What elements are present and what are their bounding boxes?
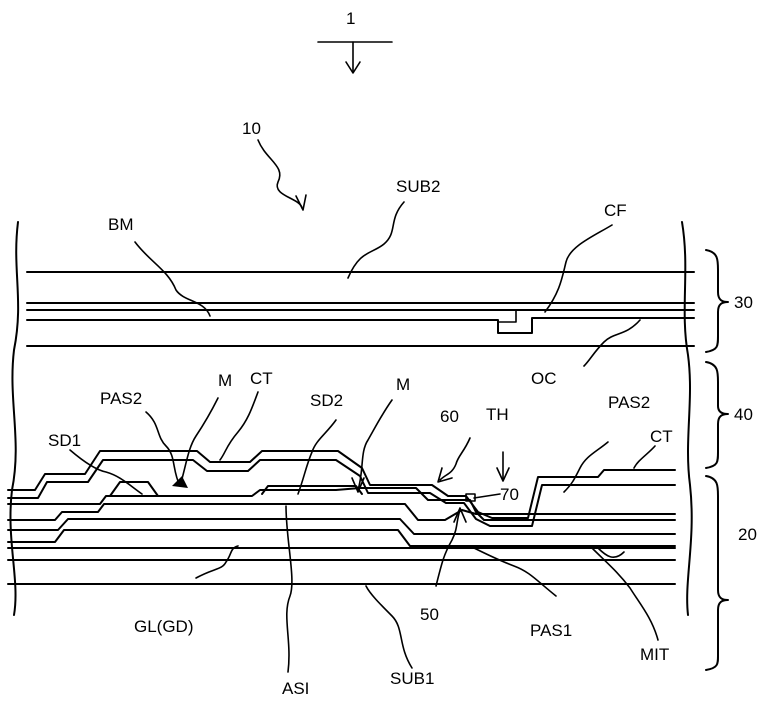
ref-60-label: 60 (440, 407, 459, 426)
ct-right-label: CT (650, 427, 673, 446)
counter-substrate (27, 272, 694, 346)
labels: 1 10 SUB2 BM CF OC 30 40 20 PAS2 M CT SD… (48, 9, 757, 698)
oc-label: OC (531, 369, 557, 388)
right-break-line (682, 222, 692, 615)
sd1-label: SD1 (48, 431, 81, 450)
sub1-label: SUB1 (390, 669, 434, 688)
tft-substrate-layers (8, 451, 675, 584)
pas2-right-label: PAS2 (608, 393, 650, 412)
sub2-label: SUB2 (396, 177, 440, 196)
figure-indicator (318, 42, 392, 73)
leader-lines (70, 140, 658, 672)
asi-label: ASI (282, 679, 309, 698)
pas2-left-label: PAS2 (100, 389, 142, 408)
braces (706, 250, 728, 670)
m-left-label: M (218, 371, 232, 390)
ref-20-label: 20 (738, 525, 757, 544)
th-label: TH (486, 405, 509, 424)
bm-label: BM (108, 215, 134, 234)
panel-label: 10 (242, 119, 261, 138)
ref-40-label: 40 (734, 405, 753, 424)
cf-label: CF (604, 201, 627, 220)
ct-left-label: CT (250, 369, 273, 388)
left-break-line (10, 222, 18, 615)
ref-70-label: 70 (500, 485, 519, 504)
ref-50-label: 50 (420, 605, 439, 624)
figure-number-label: 1 (346, 9, 355, 28)
pas1-label: PAS1 (530, 621, 572, 640)
ref-30-label: 30 (734, 293, 753, 312)
m-right-label: M (396, 375, 410, 394)
sd2-label: SD2 (310, 391, 343, 410)
mit-label: MIT (640, 645, 669, 664)
gl-gd-label: GL(GD) (134, 617, 194, 636)
